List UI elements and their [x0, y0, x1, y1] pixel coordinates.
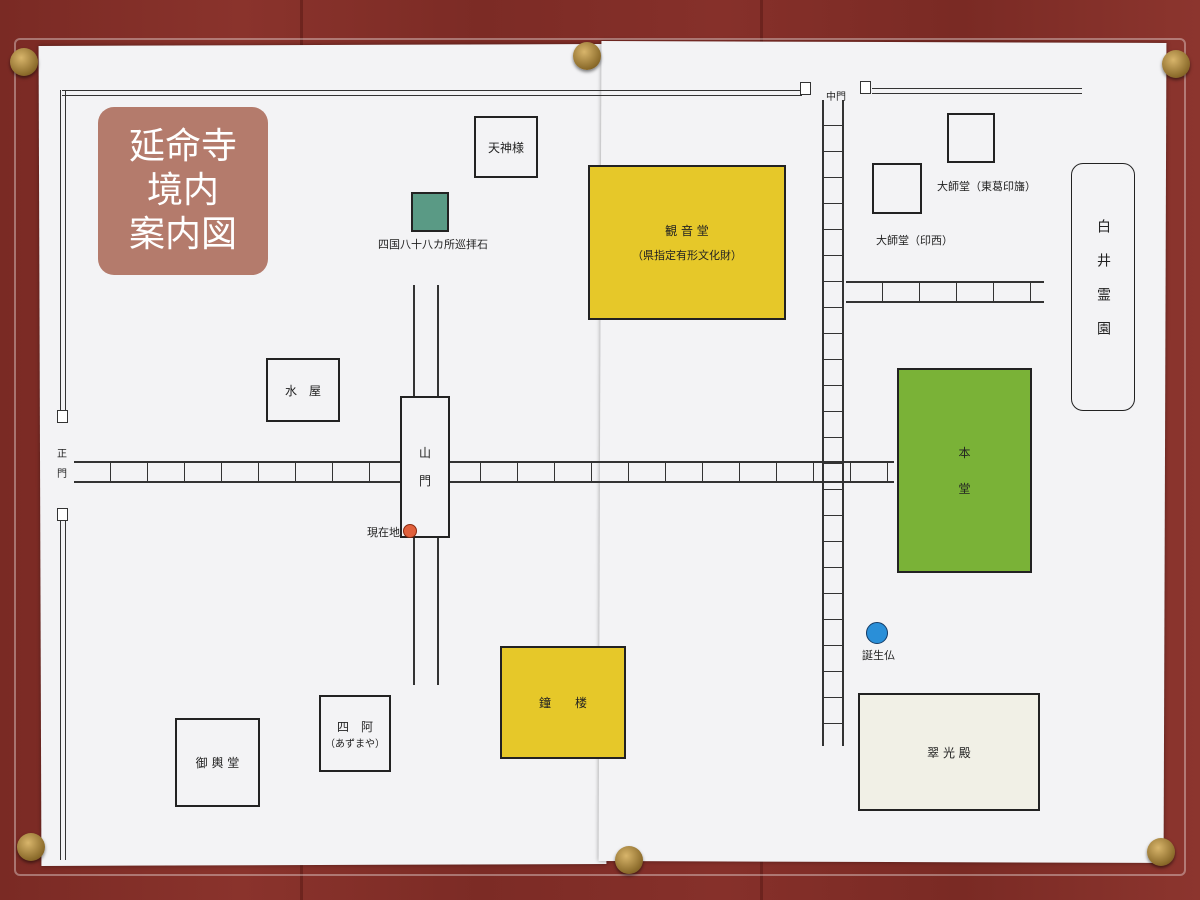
- daishido-katsushika-building: [947, 113, 995, 163]
- main-gate-label: 正 門: [57, 449, 67, 480]
- mizuya-label: 水 屋: [284, 383, 321, 398]
- thumbtack: [573, 42, 601, 70]
- suikoden-label: 翠 光 殿: [927, 745, 971, 760]
- cemetery-label: 白井霊園: [1095, 219, 1111, 355]
- title-line-3: 案内図: [128, 214, 237, 255]
- tanjobutsu-dot: [866, 622, 888, 644]
- current-location-dot: [403, 524, 417, 538]
- gate-post: [57, 410, 68, 423]
- thumbtack: [615, 846, 643, 874]
- kannondo-building: 観 音 堂 （県指定有形文化財）: [588, 165, 786, 320]
- gate-post: [860, 81, 871, 94]
- map-title: 延命寺 境内 案内図: [98, 107, 268, 275]
- azumaya-label: 四 阿: [336, 719, 373, 734]
- tenjinsha-building: 天神様: [474, 116, 538, 178]
- east-path: [846, 281, 1044, 303]
- mizuya-building: 水 屋: [266, 358, 340, 422]
- henro-stone-label: 四国八十八カ所巡拝石: [378, 238, 488, 251]
- hondo-building: 本 堂: [897, 368, 1032, 573]
- daishido-katsushika-label: 大師堂（東葛印旛）: [937, 180, 1036, 193]
- title-line-1: 延命寺: [128, 126, 237, 167]
- thumbtack: [1162, 50, 1190, 78]
- kannondo-note: （県指定有形文化財）: [632, 249, 742, 262]
- sanmon-building: 山 門: [400, 396, 450, 538]
- daishido-inzai-label: 大師堂（印西）: [876, 234, 953, 247]
- title-line-2: 境内: [146, 170, 219, 211]
- suikoden-building: 翠 光 殿: [858, 693, 1040, 811]
- sanmon-label: 山 門: [418, 446, 431, 488]
- gate-post: [57, 508, 68, 521]
- mikoshido-building: 御 輿 堂: [175, 718, 260, 807]
- shoro-building: 鐘 楼: [500, 646, 626, 759]
- west-wall-lower: [60, 520, 66, 860]
- daishido-inzai-building: [872, 163, 922, 214]
- azumaya-building: 四 阿 （あずまや）: [319, 695, 391, 772]
- gate-post: [800, 82, 811, 95]
- middle-gate-label: 中門: [826, 92, 846, 103]
- main-path: [74, 461, 894, 483]
- thumbtack: [1147, 838, 1175, 866]
- azumaya-note: （あずまや）: [325, 738, 385, 750]
- cemetery-box: 白井霊園: [1071, 163, 1135, 411]
- henro-stone-marker: [411, 192, 449, 232]
- thumbtack: [10, 48, 38, 76]
- current-location-label: 現在地: [367, 526, 400, 539]
- north-wall-east: [872, 88, 1082, 94]
- tenjinsha-label: 天神様: [487, 140, 524, 155]
- north-wall: [62, 90, 802, 96]
- mikoshido-label: 御 輿 堂: [195, 756, 240, 770]
- shoro-label: 鐘 楼: [538, 696, 587, 710]
- kannondo-label: 観 音 堂: [665, 224, 709, 238]
- north-south-path: [822, 100, 844, 746]
- hondo-label: 本 堂: [958, 445, 971, 496]
- thumbtack: [17, 833, 45, 861]
- tanjobutsu-label: 誕生仏: [862, 649, 895, 662]
- west-wall-upper: [60, 90, 66, 412]
